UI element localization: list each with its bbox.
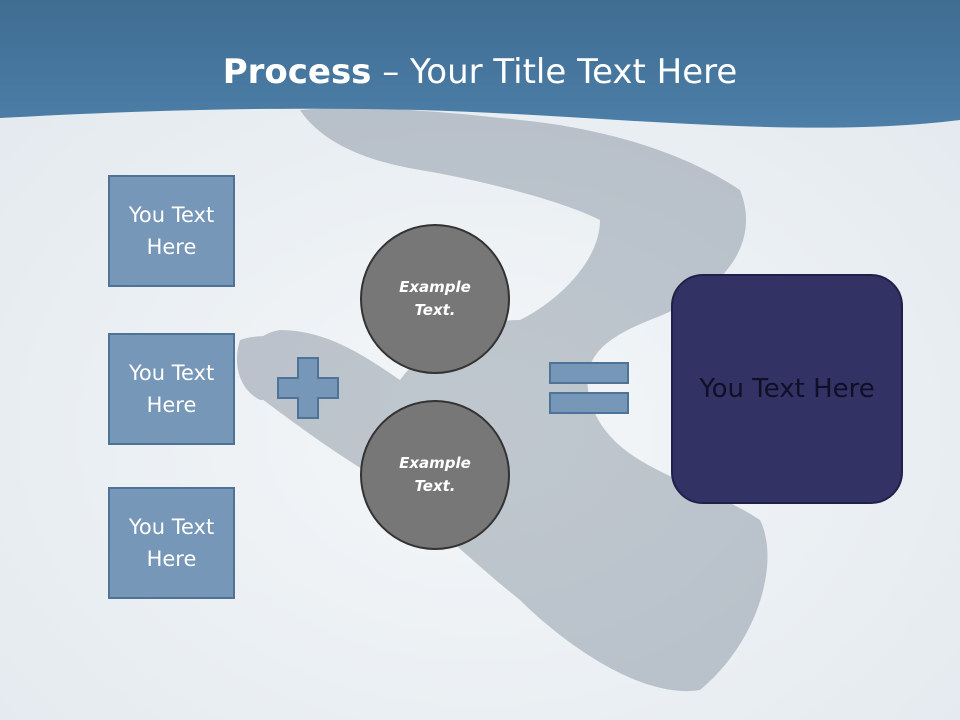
title-rest: – Your Title Text Here — [371, 52, 738, 92]
input-box-label: You Text Here — [128, 361, 215, 417]
circle-label: Example Text. — [399, 278, 471, 319]
plus-sign — [277, 357, 339, 419]
result-box: You Text Here — [671, 274, 903, 504]
result-label: You Text Here — [699, 374, 875, 404]
circle-label: Example Text. — [399, 454, 471, 495]
input-box-label: You Text Here — [128, 203, 215, 259]
input-box-1: You Text Here — [108, 175, 235, 287]
equals-sign — [549, 362, 629, 414]
slide-title: Process – Your Title Text Here — [0, 52, 960, 92]
title-bold: Process — [222, 52, 372, 92]
input-box-3: You Text Here — [108, 487, 235, 599]
input-box-label: You Text Here — [128, 515, 215, 571]
example-circle-1: Example Text. — [360, 224, 510, 374]
input-box-2: You Text Here — [108, 333, 235, 445]
example-circle-2: Example Text. — [360, 400, 510, 550]
